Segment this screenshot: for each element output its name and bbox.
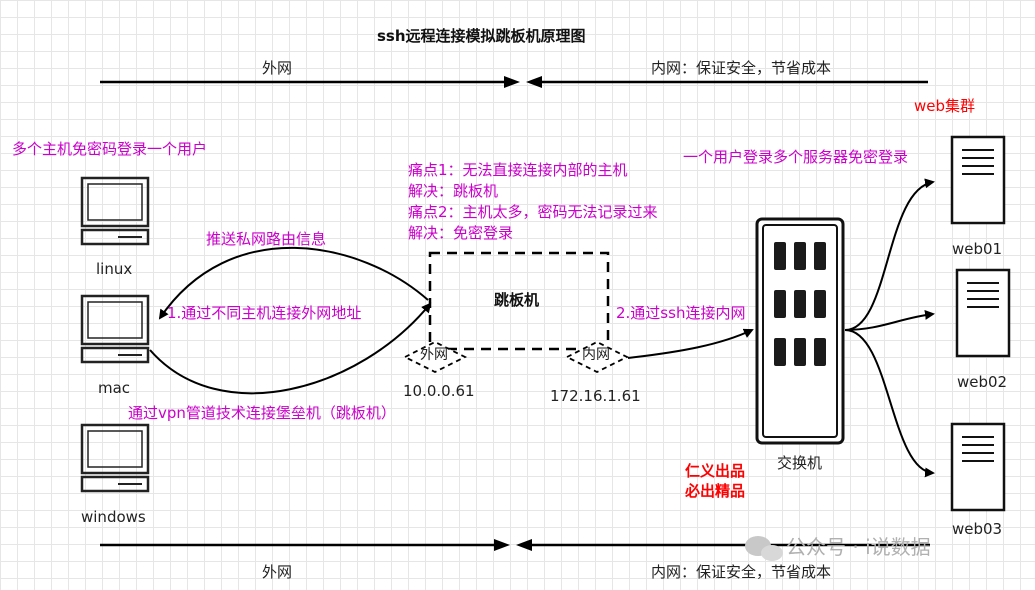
server-label-web03: web03 [952, 520, 1003, 538]
inner-nic-ip: 172.16.1.61 [550, 387, 641, 405]
server-label-web01: web01 [952, 240, 1003, 258]
windows-computer-icon [80, 423, 150, 493]
bottom-outer-net-label: 外网 [262, 563, 293, 581]
top-divider-line [100, 76, 928, 88]
linux-computer-icon [80, 176, 150, 246]
credit-line-1: 仁义出品 [685, 462, 746, 480]
bottom-divider-line [100, 539, 930, 551]
web03-server-icon [950, 422, 1006, 512]
route-push-arrow [158, 246, 429, 320]
jump-host-box [428, 251, 610, 351]
outer-nic-label: 外网 [420, 347, 448, 363]
connect-outer-label: 1.通过不同主机连接外网地址 [167, 304, 362, 322]
host-label-mac: mac [98, 379, 131, 397]
ssh-arrow [627, 328, 754, 359]
switch-to-web02-arrow [844, 310, 935, 331]
bottom-inner-net-label: 内网：保证安全，节省成本 [651, 563, 832, 581]
route-push-label: 推送私网路由信息 [206, 230, 327, 248]
top-inner-net-label: 内网：保证安全，节省成本 [651, 59, 832, 77]
wechat-logo-icon [745, 536, 783, 561]
pain-point-2: 痛点2：主机太多，密码无法记录过来 [408, 203, 658, 221]
switch-icon [755, 217, 845, 445]
right-note: 一个用户登录多个服务器免密登录 [683, 148, 909, 166]
pain-point-1: 痛点1：无法直接连接内部的主机 [408, 161, 628, 179]
ssh-connect-label: 2.通过ssh连接内网 [616, 304, 746, 322]
host-to-jump-arrow [149, 302, 432, 395]
diagram-title: ssh远程连接模拟跳板机原理图 [377, 27, 586, 45]
left-note: 多个主机免密码登录一个用户 [12, 140, 208, 158]
jump-host-label: 跳板机 [494, 291, 540, 309]
solution-1: 解决：跳板机 [408, 182, 499, 200]
inner-nic-label: 内网 [582, 347, 610, 363]
switch-to-web01-arrow [844, 178, 935, 331]
inner-nic-diamond [564, 340, 630, 374]
outer-nic-diamond [402, 340, 468, 374]
switch-label: 交换机 [777, 454, 823, 472]
server-label-web02: web02 [957, 373, 1008, 391]
watermark-text: 公众号 · i说数据 [786, 535, 931, 559]
vpn-label: 通过vpn管道技术连接堡垒机（跳板机） [128, 404, 396, 422]
mac-computer-icon [80, 294, 150, 364]
host-label-windows: windows [81, 508, 146, 526]
web02-server-icon [955, 268, 1011, 358]
web01-server-icon [950, 135, 1006, 225]
web-cluster-label: web集群 [914, 97, 976, 115]
top-outer-net-label: 外网 [262, 59, 293, 77]
switch-to-web03-arrow [844, 329, 935, 478]
solution-2: 解决：免密登录 [408, 224, 514, 242]
host-label-linux: linux [96, 260, 133, 278]
outer-nic-ip: 10.0.0.61 [403, 382, 475, 400]
credit-line-2: 必出精品 [685, 482, 746, 500]
